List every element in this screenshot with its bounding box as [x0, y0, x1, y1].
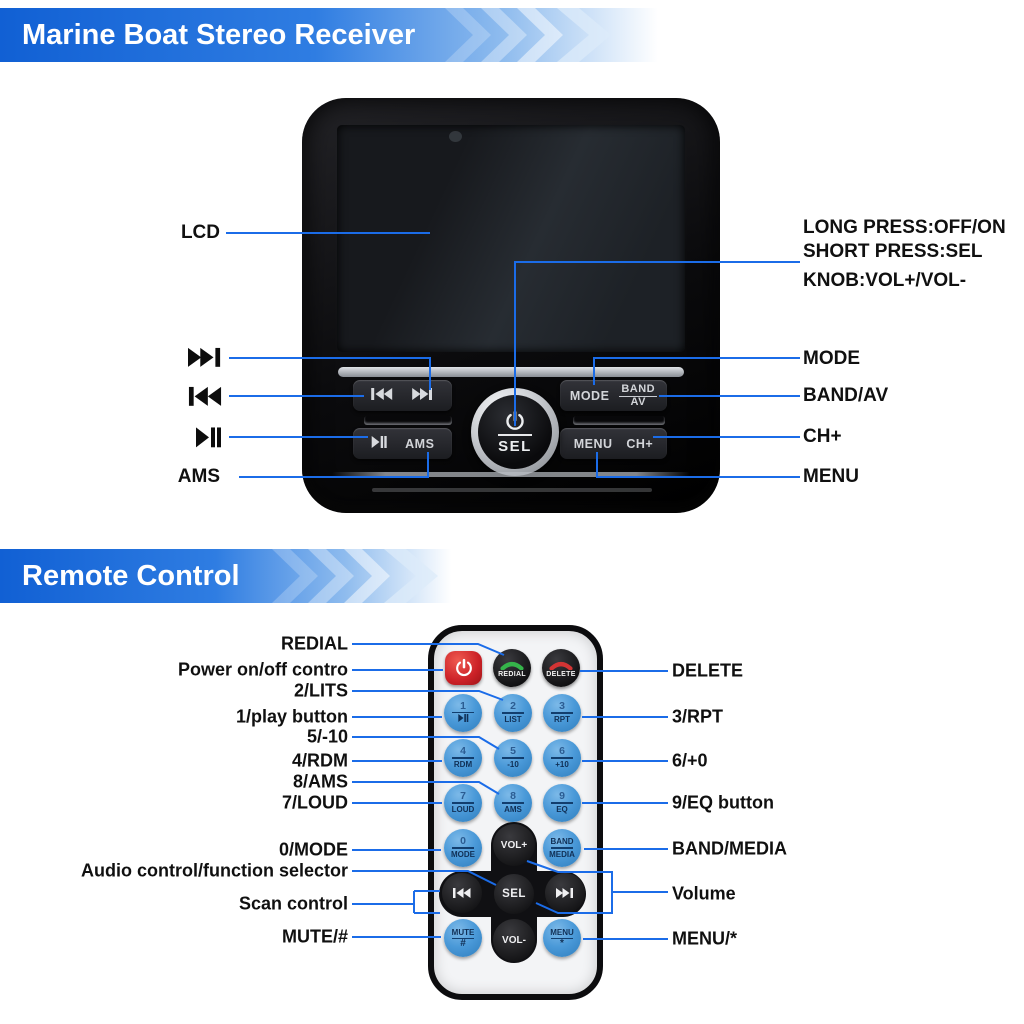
- vol-down-button: VOL-: [493, 919, 535, 961]
- play-pause-button: [371, 436, 388, 451]
- chevron-decoration-icon: [445, 8, 611, 62]
- chevron-decoration-icon: [272, 549, 438, 603]
- play-pause-icon: [196, 427, 221, 448]
- mute-button: MUTE#: [444, 919, 482, 957]
- callout-play-pause: [0, 426, 222, 448]
- banner-remote: Remote Control: [0, 549, 480, 603]
- delete-button: DELETE: [542, 649, 580, 687]
- menu-star-button: MENU*: [543, 919, 581, 957]
- callout-short-press: SHORT PRESS:SEL: [803, 241, 983, 262]
- right-slot: [573, 416, 665, 425]
- callout-prev-track: [0, 385, 222, 407]
- next-track-icon: [188, 348, 221, 368]
- scan-next-button: [545, 873, 585, 913]
- prev-track-icon: [188, 387, 222, 407]
- callout-6-plus0: 6/+0: [672, 750, 708, 771]
- callout-5-minus10: 5/-10: [306, 726, 348, 747]
- knob-face: SEL: [478, 395, 552, 469]
- volume-sel-knob: SEL: [471, 388, 559, 476]
- ir-sensor-dot: [449, 131, 462, 142]
- play-pause-icon: [371, 436, 387, 448]
- callout-scan-control: Scan control: [238, 893, 348, 914]
- callout-menu: MENU: [803, 466, 859, 487]
- line-scan-control: [352, 890, 440, 914]
- callout-band-media: BAND/MEDIA: [672, 838, 787, 859]
- key-1-play: 1: [444, 694, 482, 732]
- callout-1-play: 1/play button: [236, 706, 348, 727]
- next-track-icon: [556, 888, 573, 898]
- callout-knob: KNOB:VOL+/VOL-: [803, 270, 967, 291]
- callout-ch-plus: CH+: [803, 426, 842, 447]
- stereo-receiver-unit: AMS MODE BAND AV MENU CH+ SEL: [302, 98, 720, 513]
- callout-3-rpt: 3/RPT: [672, 706, 724, 727]
- knob-divider: [498, 433, 532, 436]
- prev-track-icon: [453, 888, 471, 898]
- callout-0-mode: 0/MODE: [278, 839, 348, 860]
- banner-receiver-title: Marine Boat Stereo Receiver: [22, 19, 416, 51]
- ams-button: AMS: [405, 436, 435, 451]
- banner-receiver: Marine Boat Stereo Receiver: [0, 8, 700, 62]
- next-track-icon: [411, 388, 432, 400]
- mode-button: MODE: [569, 388, 610, 403]
- bottom-sheen-2: [372, 488, 652, 492]
- band-av-button: BAND AV: [619, 382, 658, 408]
- phone-handset-icon: [500, 661, 524, 670]
- play-pause-icon: [457, 714, 468, 723]
- bottom-sheen: [332, 472, 690, 477]
- callout-power: Power on/off contro: [178, 659, 348, 680]
- sel-label: SEL: [498, 437, 532, 455]
- scan-prev-button: [442, 873, 482, 913]
- callout-7-loud: 7/LOUD: [281, 792, 348, 813]
- banner-remote-title: Remote Control: [22, 560, 240, 592]
- lcd-screen: [337, 125, 685, 352]
- callout-2-lits: 2/LITS: [293, 680, 348, 701]
- callout-9-eq: 9/EQ button: [672, 792, 774, 813]
- callout-mute: MUTE/#: [281, 926, 348, 947]
- prev-track-button: [371, 388, 393, 403]
- prev-next-button-group: [353, 380, 452, 411]
- callout-volume: Volume: [672, 883, 736, 904]
- panel-sheen: [338, 367, 684, 377]
- menu-ch-button-group: MENU CH+: [560, 428, 667, 459]
- callout-delete: DELETE: [672, 660, 744, 681]
- left-slot: [364, 416, 452, 425]
- power-button: [445, 651, 482, 685]
- phone-handset-icon: [549, 661, 573, 670]
- menu-button: MENU: [573, 436, 613, 451]
- callout-lcd: LCD: [180, 222, 220, 243]
- play-ams-button-group: AMS: [353, 428, 452, 459]
- callout-long-press: LONG PRESS:OFF/ON: [803, 217, 1006, 238]
- callout-redial: REDIAL: [281, 633, 348, 654]
- callout-menu-star: MENU/*: [672, 928, 738, 949]
- callout-next-track: [0, 346, 222, 368]
- callout-8-ams: 8/AMS: [292, 771, 348, 792]
- power-icon: [506, 410, 524, 430]
- mode-band-button-group: MODE BAND AV: [560, 380, 667, 411]
- redial-button: REDIAL: [493, 649, 531, 687]
- sel-button: SEL: [494, 874, 534, 914]
- key-5-minus10: 5-10: [494, 739, 532, 777]
- callout-mode: MODE: [803, 348, 860, 369]
- callout-4-rdm: 4/RDM: [291, 750, 348, 771]
- next-track-button: [411, 388, 434, 403]
- ch-plus-button: CH+: [626, 436, 654, 451]
- callout-band-av: BAND/AV: [803, 385, 889, 406]
- callout-ams: AMS: [177, 466, 220, 487]
- vol-up-button: VOL+: [493, 824, 535, 866]
- key-6-plus10: 6+10: [543, 739, 581, 777]
- prev-track-icon: [371, 388, 393, 400]
- power-icon: [455, 658, 472, 677]
- callout-audio-control: Audio control/function selector: [80, 860, 348, 881]
